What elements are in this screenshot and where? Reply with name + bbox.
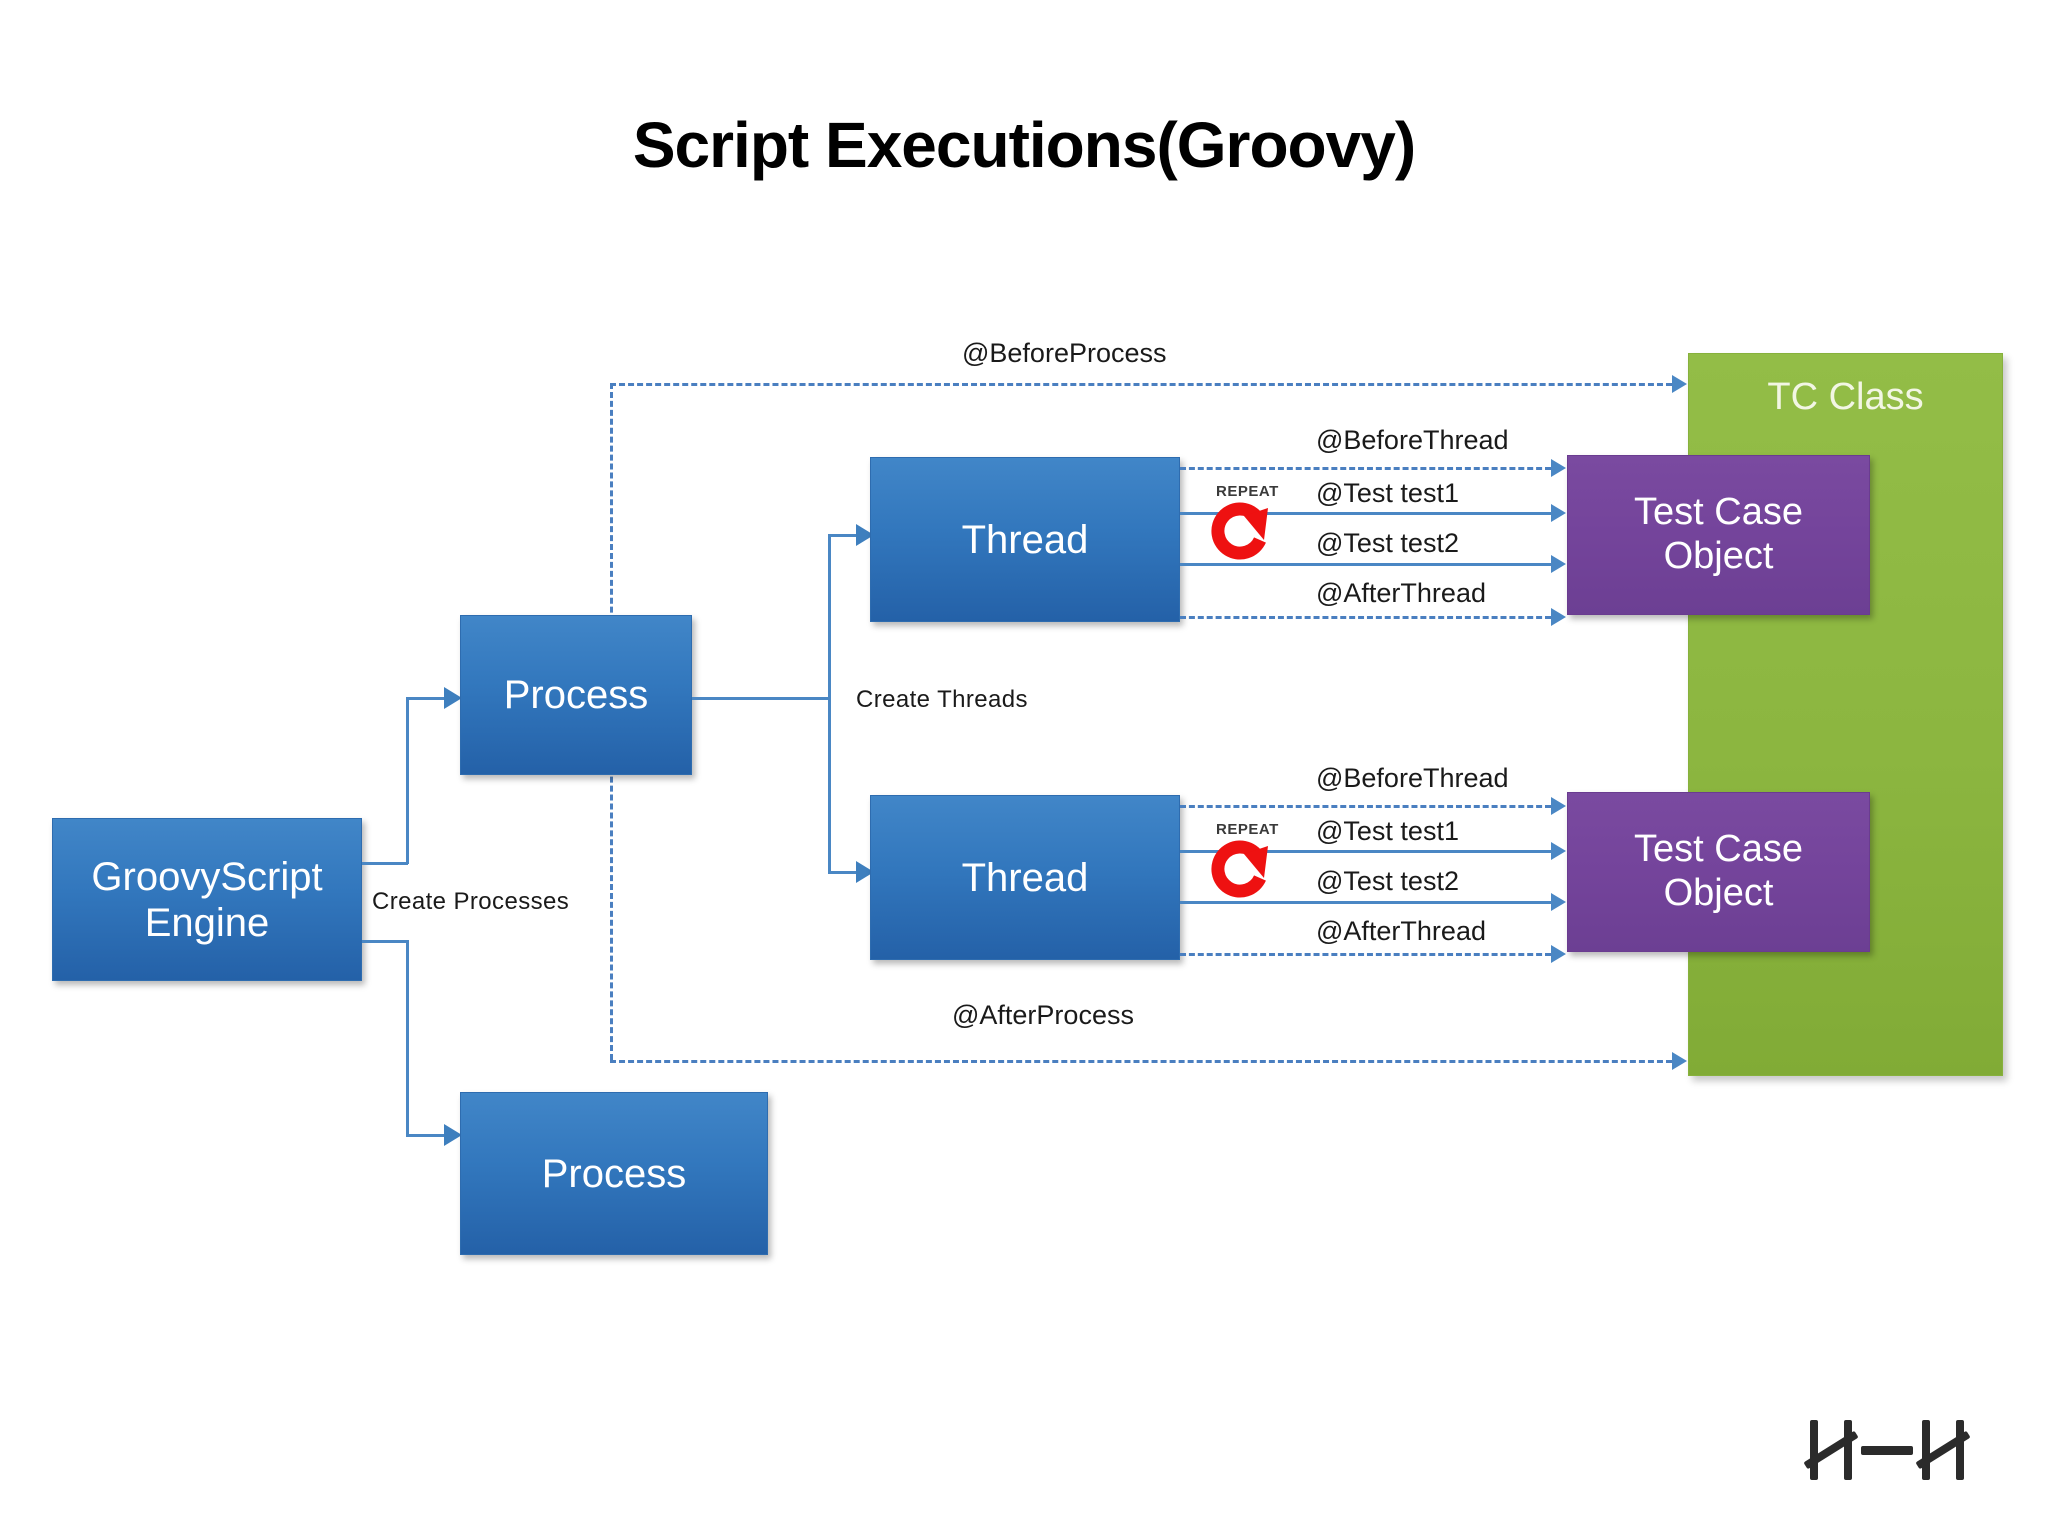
tc-object-bottom-line1: Test Case	[1634, 828, 1803, 871]
thread-bottom-test1-label: @Test test1	[1316, 816, 1459, 846]
thread-bottom-after-thread-line	[1180, 953, 1551, 956]
thread-bottom-test2-label: @Test test2	[1316, 866, 1459, 896]
thread-bottom-test2-line	[1180, 901, 1551, 904]
before-process-label: @BeforeProcess	[962, 338, 1167, 368]
thread-top-after-thread-label: @AfterThread	[1316, 578, 1486, 608]
process-bottom-label: Process	[541, 1151, 687, 1196]
engine-to-process-bottom-vline	[406, 940, 409, 1134]
thread-bottom-box[interactable]: Thread	[870, 795, 1180, 960]
thread-bottom-before-thread-label: @BeforeThread	[1316, 763, 1509, 793]
tc-class-label: TC Class	[1767, 376, 1924, 418]
process-to-thread-bottom-hline	[828, 871, 860, 874]
engine-to-process-top-arrowhead	[444, 687, 462, 709]
thread-top-label: Thread	[961, 517, 1089, 562]
create-threads-label: Create Threads	[856, 686, 1028, 713]
thread-bottom-before-thread-arrowhead	[1551, 797, 1566, 815]
tc-object-top-box[interactable]: Test Case Object	[1567, 455, 1870, 615]
after-process-hline	[610, 1060, 1672, 1063]
thread-bottom-before-thread-line	[1180, 805, 1551, 808]
thread-bottom-label: Thread	[961, 855, 1089, 900]
thread-top-before-thread-arrowhead	[1551, 459, 1566, 477]
engine-to-process-top-vline	[406, 697, 409, 864]
thread-top-after-thread-arrowhead	[1551, 608, 1566, 626]
after-process-arrowhead	[1672, 1052, 1687, 1070]
thread-bottom-test2-arrowhead	[1551, 893, 1566, 911]
repeat-loop-icon	[1202, 500, 1280, 572]
thread-top-test1-label: @Test test1	[1316, 478, 1459, 508]
engine-to-process-top-hline	[406, 697, 448, 700]
logo-bar-4	[1956, 1420, 1964, 1480]
process-to-thread-bottom-arrowhead	[856, 861, 874, 883]
engine-to-process-top-stub	[362, 862, 408, 865]
thread-top-after-thread-line	[1180, 616, 1551, 619]
thread-bottom-test1-line	[1180, 850, 1551, 853]
thread-top-repeat-label: REPEAT	[1216, 483, 1279, 500]
process-top-box[interactable]: Process	[460, 615, 692, 775]
before-process-hline	[610, 383, 1672, 386]
logo-bar-3	[1922, 1420, 1930, 1480]
groovyscript-engine-box[interactable]: GroovyScript Engine	[52, 818, 362, 981]
engine-to-process-bottom-arrowhead	[444, 1124, 462, 1146]
process-to-threads-stub	[692, 697, 830, 700]
thread-top-test2-arrowhead	[1551, 555, 1566, 573]
thread-bottom-after-thread-label: @AfterThread	[1316, 916, 1486, 946]
nhn-logo	[1803, 1420, 1971, 1480]
thread-top-box[interactable]: Thread	[870, 457, 1180, 622]
thread-top-before-thread-line	[1180, 467, 1551, 470]
logo-bar-1	[1810, 1420, 1818, 1480]
thread-top-test1-arrowhead	[1551, 504, 1566, 522]
engine-label-line1: GroovyScript	[91, 854, 323, 899]
process-to-threads-vline	[828, 534, 831, 871]
thread-bottom-after-thread-arrowhead	[1551, 945, 1566, 963]
thread-bottom-repeat-label: REPEAT	[1216, 821, 1279, 838]
thread-bottom-test1-arrowhead	[1551, 842, 1566, 860]
process-top-label: Process	[503, 673, 649, 717]
logo-bar-2	[1844, 1420, 1852, 1480]
engine-to-process-bottom-stub	[362, 940, 408, 943]
after-process-label: @AfterProcess	[952, 1000, 1134, 1030]
logo-dash	[1861, 1445, 1913, 1455]
thread-top-test1-line	[1180, 512, 1551, 515]
page-title: Script Executions(Groovy)	[632, 109, 1416, 181]
process-to-thread-top-arrowhead	[856, 524, 874, 546]
engine-to-process-bottom-hline	[406, 1134, 448, 1137]
before-process-arrowhead	[1672, 375, 1687, 393]
engine-label-line2: Engine	[144, 900, 270, 945]
process-to-thread-top-hline	[828, 534, 860, 537]
thread-top-before-thread-label: @BeforeThread	[1316, 425, 1509, 455]
thread-top-test2-label: @Test test2	[1316, 528, 1459, 558]
create-processes-label: Create Processes	[372, 888, 570, 915]
process-bottom-box[interactable]: Process	[460, 1092, 768, 1255]
repeat-loop-icon	[1202, 838, 1280, 910]
tc-object-top-line1: Test Case	[1634, 491, 1803, 534]
tc-object-bottom-line2: Object	[1663, 872, 1774, 914]
tc-object-top-line2: Object	[1663, 535, 1774, 577]
thread-top-test2-line	[1180, 563, 1551, 566]
tc-object-bottom-box[interactable]: Test Case Object	[1567, 792, 1870, 952]
